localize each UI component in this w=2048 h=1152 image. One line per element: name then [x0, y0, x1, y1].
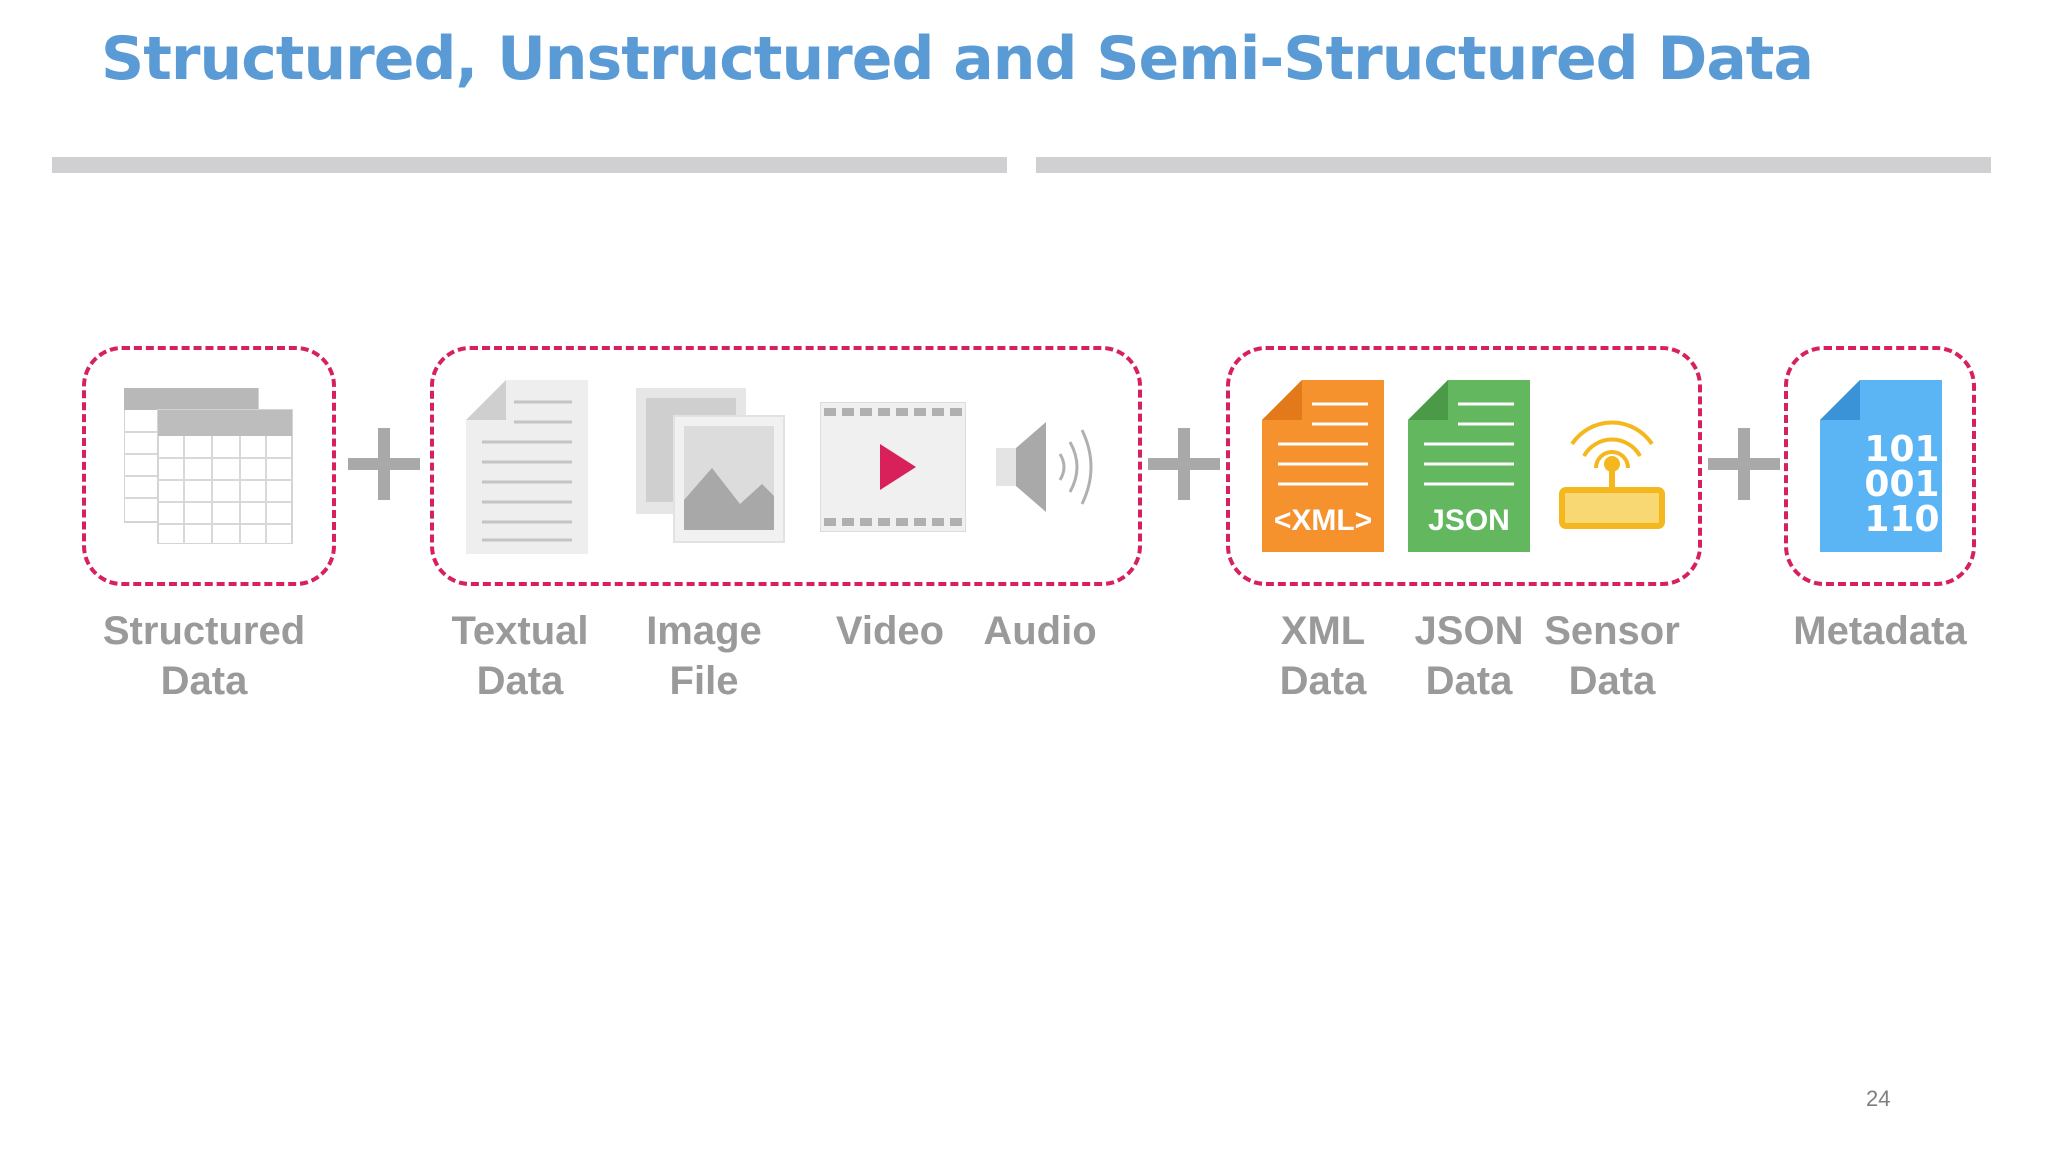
json-badge: JSON	[1428, 504, 1510, 537]
unstructured-group	[430, 346, 1142, 586]
plus-icon	[348, 428, 420, 500]
binary-row: 001	[1864, 464, 1940, 505]
video-play-icon	[820, 402, 966, 532]
divider-left	[52, 157, 1007, 173]
label-video: Video	[835, 609, 945, 653]
image-icon	[636, 388, 785, 543]
binary-row: 110	[1864, 499, 1940, 540]
binary-text: 101 001 110	[1862, 429, 1942, 540]
label-image-file: Image File	[646, 609, 762, 703]
speaker-icon	[996, 422, 1093, 512]
table-icon	[124, 388, 293, 544]
plus-icon	[1148, 428, 1220, 500]
document-icon	[466, 380, 588, 554]
label-metadata: Metadata	[1793, 609, 1967, 653]
page-number: 24	[1866, 1086, 1891, 1111]
label-audio: Audio	[983, 609, 1097, 653]
binary-file-icon: 101 001 110	[1820, 380, 1942, 552]
sensor-icon	[1559, 420, 1665, 529]
label-json-data: JSON Data	[1414, 609, 1524, 703]
label-sensor-data: Sensor Data	[1544, 609, 1680, 703]
label-xml-data: XML Data	[1279, 609, 1367, 703]
structured-group	[82, 346, 336, 586]
xml-badge: <XML>	[1273, 504, 1373, 537]
semi-structured-group	[1226, 346, 1702, 586]
divider-right	[1036, 157, 1991, 173]
label-textual-data: Textual Data	[451, 609, 589, 703]
json-file-icon: JSON	[1408, 380, 1530, 552]
metadata-group	[1784, 346, 1976, 586]
xml-file-icon: <XML>	[1262, 380, 1384, 552]
label-structured-data: Structured Data	[102, 609, 306, 703]
binary-row: 101	[1864, 429, 1940, 470]
plus-icon	[1708, 428, 1780, 500]
slide-title: Structured, Unstructured and Semi-Struct…	[101, 24, 1814, 94]
